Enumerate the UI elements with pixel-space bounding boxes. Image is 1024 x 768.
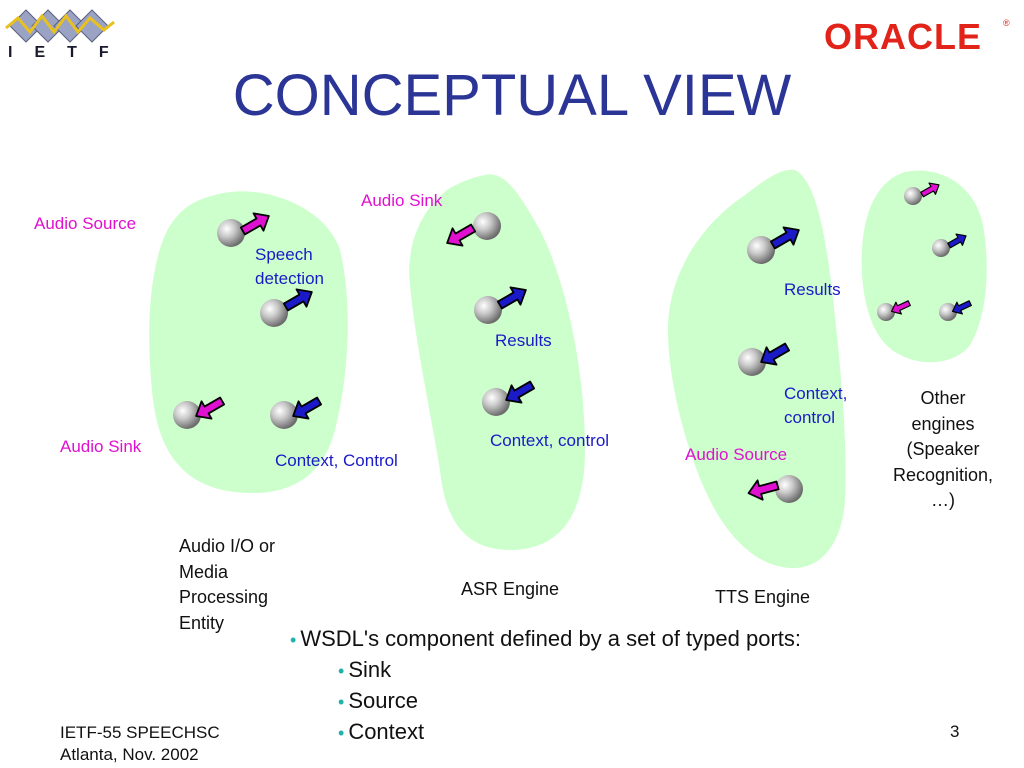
page-number: 3	[950, 722, 960, 741]
label-audio-io-entity: Audio I/O or Media Processing Entity	[179, 536, 276, 633]
label-speech-detection-line1: Speech	[255, 245, 313, 264]
label-audio-source-2: Audio Source	[685, 445, 788, 464]
bullet-dot-icon: •	[338, 692, 345, 712]
port-tts-audio-source	[745, 474, 803, 504]
label-results-1: Results	[495, 331, 552, 350]
bullet-sub-context: •Context	[338, 719, 425, 744]
page-title: CONCEPTUAL VIEW	[232, 63, 792, 128]
port-context-control-1	[270, 391, 326, 429]
label-context-control-3-line2: control	[784, 408, 836, 427]
bullet-main: •WSDL's component defined by a set of ty…	[290, 626, 802, 651]
port-other-3	[877, 296, 913, 321]
footer-info: IETF-55 SPEECHSC Atlanta, Nov. 2002	[60, 723, 220, 764]
port-audio-sink-1	[173, 391, 229, 429]
port-tts-results	[747, 220, 805, 264]
asr-engine-blob	[409, 174, 585, 550]
label-asr-engine: ASR Engine	[461, 579, 560, 599]
ietf-wordmark: IETF	[8, 44, 131, 61]
port-asr-results	[474, 280, 532, 324]
label-audio-source-1: Audio Source	[34, 214, 137, 233]
port-other-1	[904, 178, 943, 205]
label-other-engines: Other engines (Speaker Recognition, …)	[892, 388, 994, 510]
label-audio-sink-2: Audio Sink	[361, 191, 443, 210]
port-other-4	[939, 296, 974, 321]
bullet-dot-icon: •	[290, 630, 297, 650]
label-context-control-2: Context, control	[490, 431, 610, 450]
oracle-logo: ORACLE	[824, 16, 982, 57]
port-other-2	[932, 229, 970, 257]
port-speech-detection	[260, 282, 318, 327]
bullet-dot-icon: •	[338, 723, 345, 743]
label-speech-detection-line2: detection	[255, 269, 324, 288]
ietf-logo	[5, 9, 115, 43]
bullet-sub-sink: •Sink	[338, 657, 392, 682]
port-audio-source-1	[217, 206, 275, 247]
oracle-registered-mark: ®	[1003, 18, 1010, 28]
label-results-2: Results	[784, 280, 841, 299]
port-asr-audio-sink	[441, 212, 501, 253]
audio-io-entity-blob	[149, 191, 348, 494]
bullet-sub-source: •Source	[338, 688, 419, 713]
label-context-control-1: Context, Control	[275, 451, 398, 470]
port-asr-context-control	[482, 375, 539, 416]
label-context-control-3-line1: Context,	[784, 384, 848, 403]
label-audio-sink-1: Audio Sink	[60, 437, 142, 456]
label-tts-engine: TTS Engine	[715, 587, 811, 607]
other-engines-blob	[861, 170, 987, 363]
bullet-dot-icon: •	[338, 661, 345, 681]
bullet-list: •WSDL's component defined by a set of ty…	[290, 624, 801, 748]
port-tts-context-control	[738, 337, 794, 376]
